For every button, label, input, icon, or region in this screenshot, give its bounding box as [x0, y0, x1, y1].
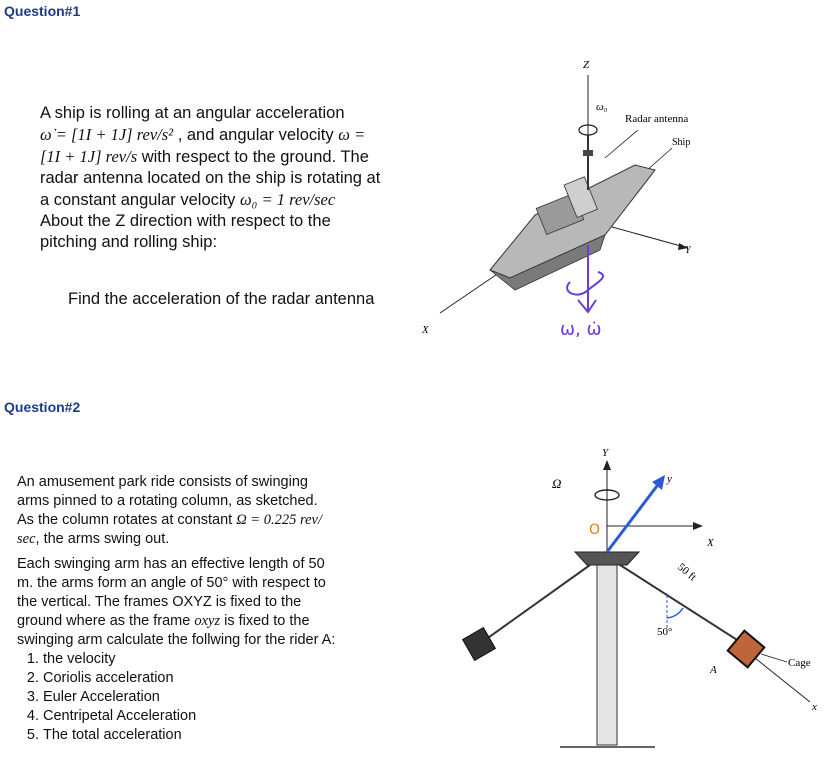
x-body-label: x: [811, 701, 817, 713]
arm-length-label: 50 ft: [675, 561, 698, 583]
angle-arc: [666, 607, 684, 619]
q2-line: the vertical. The frames OXYZ is fixed t…: [17, 594, 302, 610]
q2-line: sec, the arms swing out.: [17, 530, 417, 549]
y-body-label: y: [666, 473, 672, 485]
q1-line: pitching and rolling ship:: [40, 233, 218, 251]
q2-text: As the column rotates at constant: [17, 512, 237, 528]
q2-math: sec: [17, 531, 36, 547]
q2-line: arms pinned to a rotating column, as ske…: [17, 493, 318, 509]
list-item: the velocity: [43, 650, 417, 669]
q1-math: ω =: [338, 125, 366, 144]
cage-label: Cage: [788, 657, 811, 669]
q2-math: Ω = 0.225 rev/: [236, 512, 323, 528]
q2-line: swinging arm calculate the follwing for …: [17, 632, 336, 648]
question-1-heading: Question#1: [4, 3, 81, 19]
radar-antenna-label: Radar antenna: [625, 113, 688, 125]
q1-text: , and angular velocity: [173, 126, 339, 144]
rotating-column: [596, 564, 618, 746]
y-axis-label: Y: [685, 245, 692, 256]
x-body-axis: [754, 657, 811, 703]
q1-line: ω̇ = [1I + 1J] rev/s² , and angular velo…: [40, 124, 480, 146]
q2-line: Each swinging arm has an effective lengt…: [17, 556, 325, 572]
list-item: Euler Acceleration: [43, 688, 417, 707]
amusement-ride-figure: Y Ω X O y 50 ft 50° A Cage x: [461, 447, 817, 748]
q2-line: ground where as the frame oxyz is fixed …: [17, 612, 417, 631]
y-body-arrowhead: [652, 475, 665, 490]
q2-text: , the arms swing out.: [35, 531, 170, 547]
Y-axis-arrowhead: [603, 460, 611, 470]
q1-line: [1I + 1J] rev/s with respect to the grou…: [40, 146, 480, 168]
y-axis-arrowhead: [678, 243, 688, 250]
right-cage: [726, 629, 766, 669]
Y-axis-label: Y: [602, 447, 610, 459]
question-1-text: A ship is rolling at an angular accelera…: [40, 103, 480, 253]
omega-label: Ω: [552, 476, 561, 491]
q1-line: A ship is rolling at an angular accelera…: [40, 104, 345, 122]
list-item: Coriolis acceleration: [43, 669, 417, 688]
radar-leader-line: [604, 129, 639, 159]
question-2-text: An amusement park ride consists of swing…: [17, 473, 417, 745]
rotation-arrow-handwritten: [566, 271, 604, 296]
y-body-axis: [605, 481, 662, 553]
q1-math: ω₀ = 1 rev/sec: [239, 190, 336, 209]
q1-text: a constant angular velocity: [40, 191, 240, 209]
q1-line: radar antenna located on the ship is rot…: [40, 169, 381, 187]
angle-label: 50°: [657, 626, 672, 638]
ship-leader-line: [644, 147, 673, 173]
omega-handwritten-label: ω, ω̇: [560, 319, 602, 340]
list-item: The total acceleration: [43, 726, 417, 745]
q1-line: a constant angular velocity ω₀ = 1 rev/s…: [40, 189, 480, 211]
y-axis: [604, 224, 689, 249]
q1-math: ω̇ = [1I + 1J] rev/s²: [40, 125, 174, 144]
X-axis-label: X: [706, 537, 715, 549]
q1-math: [1I + 1J] rev/s: [40, 147, 138, 166]
q1-text: with respect to the ground. The: [137, 148, 369, 166]
x-axis-label: X: [421, 324, 430, 336]
ship-label: Ship: [672, 137, 690, 148]
q2-task-list: the velocity Coriolis acceleration Euler…: [17, 650, 417, 745]
X-axis-arrowhead: [693, 522, 703, 530]
z-axis-label: Z: [583, 59, 590, 71]
q2-text: is fixed to the: [220, 613, 310, 629]
left-cage: [461, 626, 497, 662]
right-swing-arm: [619, 564, 746, 646]
rotation-arrowhead: [577, 299, 597, 314]
q2-text: ground where as the frame: [17, 613, 195, 629]
omega0-label: ω₀: [596, 101, 608, 113]
question-2-heading: Question#2: [4, 399, 81, 415]
q2-line: An amusement park ride consists of swing…: [17, 474, 308, 490]
q2-line: m. the arms form an angle of 50° with re…: [17, 575, 326, 591]
q1-find-text: Find the acceleration of the radar anten…: [68, 290, 375, 308]
column-cap: [573, 551, 641, 566]
ship-radar-figure: Z ω₀ Radar antenna Ship Y X ω, ω̇: [421, 59, 692, 340]
q2-math: oxyz: [194, 613, 221, 629]
omega-rotation-arrow: [594, 489, 620, 501]
origin-label: O: [589, 522, 600, 538]
cage-leader-line: [760, 653, 788, 663]
q1-line: About the Z direction with respect to th…: [40, 212, 331, 230]
list-item: Centripetal Acceleration: [43, 707, 417, 726]
rider-A-label: A: [709, 664, 717, 676]
ship-illustration: [489, 135, 656, 291]
left-swing-arm: [484, 564, 591, 641]
q2-line: As the column rotates at constant Ω = 0.…: [17, 511, 417, 530]
